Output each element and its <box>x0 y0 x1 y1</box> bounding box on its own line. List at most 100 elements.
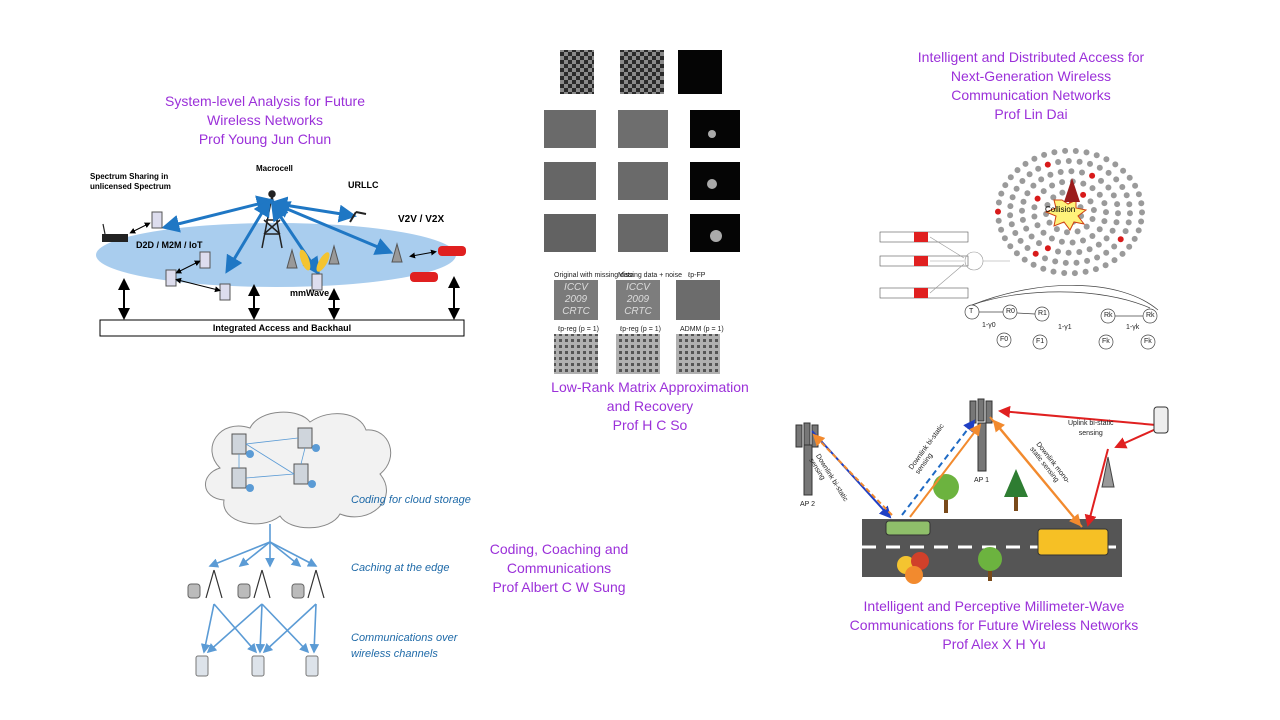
label-line: sensing <box>1078 430 1103 437</box>
state-label: F0 <box>1000 336 1009 343</box>
urllc-label: URLLC <box>348 180 379 190</box>
access-diagram-svg <box>879 147 1159 350</box>
node-dot <box>1062 147 1069 154</box>
prob-label: 1-γ0 <box>982 322 996 329</box>
node-dot <box>1080 237 1086 244</box>
node-dot <box>1089 233 1096 239</box>
cloud-diagram: Coding for cloud storage Caching at the … <box>180 408 490 680</box>
phone-icon <box>195 655 319 677</box>
node-dot <box>1110 192 1117 199</box>
node-dot <box>1040 229 1047 236</box>
antenna-icon <box>205 569 325 599</box>
node-dot <box>1024 190 1031 197</box>
title-line: Prof Albert C W Sung <box>492 579 626 595</box>
title-line: Intelligent and Distributed Access for <box>917 49 1145 65</box>
node-dot <box>1065 158 1072 164</box>
video-frame <box>544 162 596 200</box>
node-dot <box>1138 218 1145 225</box>
cache-disk-icon <box>187 583 305 599</box>
node-dot <box>1111 257 1118 264</box>
beam-icon <box>316 252 330 272</box>
phone-icon <box>219 283 231 301</box>
node-dot <box>1012 230 1019 236</box>
phone-icon <box>311 273 323 291</box>
node-dot <box>1055 248 1061 255</box>
matrix-caption: ℓp-reg (p = 1) <box>620 326 661 333</box>
link-arrows <box>161 195 394 276</box>
title-line: Prof Alex X H Yu <box>942 636 1046 652</box>
backhaul-box <box>99 319 465 337</box>
prob-label: 1-γk <box>1126 324 1140 331</box>
iccv-line: CRTC <box>562 306 590 317</box>
node-dot <box>1115 210 1121 217</box>
caching-label: Caching at the edge <box>351 562 450 574</box>
sparse-image <box>678 50 722 94</box>
node-dot <box>995 208 1001 215</box>
iccv-line: ICCV <box>626 282 650 293</box>
node-dot <box>1062 259 1069 266</box>
node-dot <box>1113 219 1120 226</box>
video-frame <box>618 110 668 148</box>
node-dot <box>1031 213 1038 220</box>
node-dot <box>1105 169 1112 176</box>
node-dot <box>1068 168 1075 175</box>
title-line: Coding, Coaching and <box>489 541 629 557</box>
building-image <box>554 334 598 374</box>
access-diagram: Collision T R0 R1 Rk Rk F0 F1 Fk Fk 1-γ0… <box>840 138 1180 360</box>
title-line: Communications for Future Wireless Netwo… <box>849 617 1139 633</box>
wireless-links <box>200 603 320 654</box>
v2v-label: V2V / V2X <box>398 214 445 225</box>
node-dot <box>998 226 1005 233</box>
state-label: Fk <box>1102 338 1110 345</box>
node-dot <box>1122 228 1129 235</box>
macrocell-label: Macrocell <box>256 164 293 173</box>
node-dot <box>1080 180 1087 187</box>
state-label: T <box>969 308 974 315</box>
node-dot <box>1094 254 1101 261</box>
node-dot <box>1132 182 1139 189</box>
node-dot <box>1138 200 1145 207</box>
title-mmwave: Intelligent and Perceptive Millimeter-Wa… <box>834 597 1154 654</box>
node-dot <box>1076 249 1083 255</box>
node-dot <box>1119 250 1126 257</box>
node-dot <box>1071 270 1078 277</box>
title-line: Wireless Networks <box>207 112 323 128</box>
node-dot <box>1113 176 1120 183</box>
matrix-caption: Missing data + noise <box>618 272 683 279</box>
node-dot <box>1084 257 1091 264</box>
node-dot <box>1102 262 1109 269</box>
node-dot <box>1061 270 1068 276</box>
node-dot <box>1135 191 1142 198</box>
node-dot <box>1096 164 1103 171</box>
node-dot <box>1103 235 1110 242</box>
node-dot <box>1109 227 1116 234</box>
node-dot <box>1009 194 1016 201</box>
uplink-label: Uplink bi-static sensing <box>1068 419 1114 439</box>
coverage-ellipse <box>96 223 456 287</box>
node-dot <box>1103 156 1110 163</box>
node-dot <box>1059 189 1066 196</box>
collision-burst-icon <box>1044 199 1088 231</box>
node-dot <box>1024 245 1031 251</box>
node-dot <box>1031 204 1038 211</box>
state-label: Rk <box>1146 312 1155 319</box>
node-dot <box>1013 185 1020 192</box>
title-line: and Recovery <box>606 398 694 414</box>
matrix-figure-svg <box>544 50 740 374</box>
node-dot <box>1096 191 1103 198</box>
matrix-caption: ℓp-reg (p = 1) <box>558 326 599 333</box>
ap2-label: AP 2 <box>800 501 816 508</box>
sensing-diagram-svg <box>795 398 1169 584</box>
node-dot <box>1098 177 1104 184</box>
iccv-text: ICCV 2009 CRTC <box>556 282 596 318</box>
node-dot <box>1044 245 1051 252</box>
markov-chain <box>964 284 1159 350</box>
node-dot <box>1042 255 1048 262</box>
cloud-storage-label: Coding for cloud storage <box>351 494 471 506</box>
node-dot <box>1126 174 1133 181</box>
title-line: Communication Networks <box>951 87 1111 103</box>
matrix-figure: Original with missing data Missing data … <box>540 44 740 379</box>
video-frame <box>618 214 668 252</box>
car-icon <box>885 520 931 536</box>
node-dot <box>1047 171 1054 178</box>
